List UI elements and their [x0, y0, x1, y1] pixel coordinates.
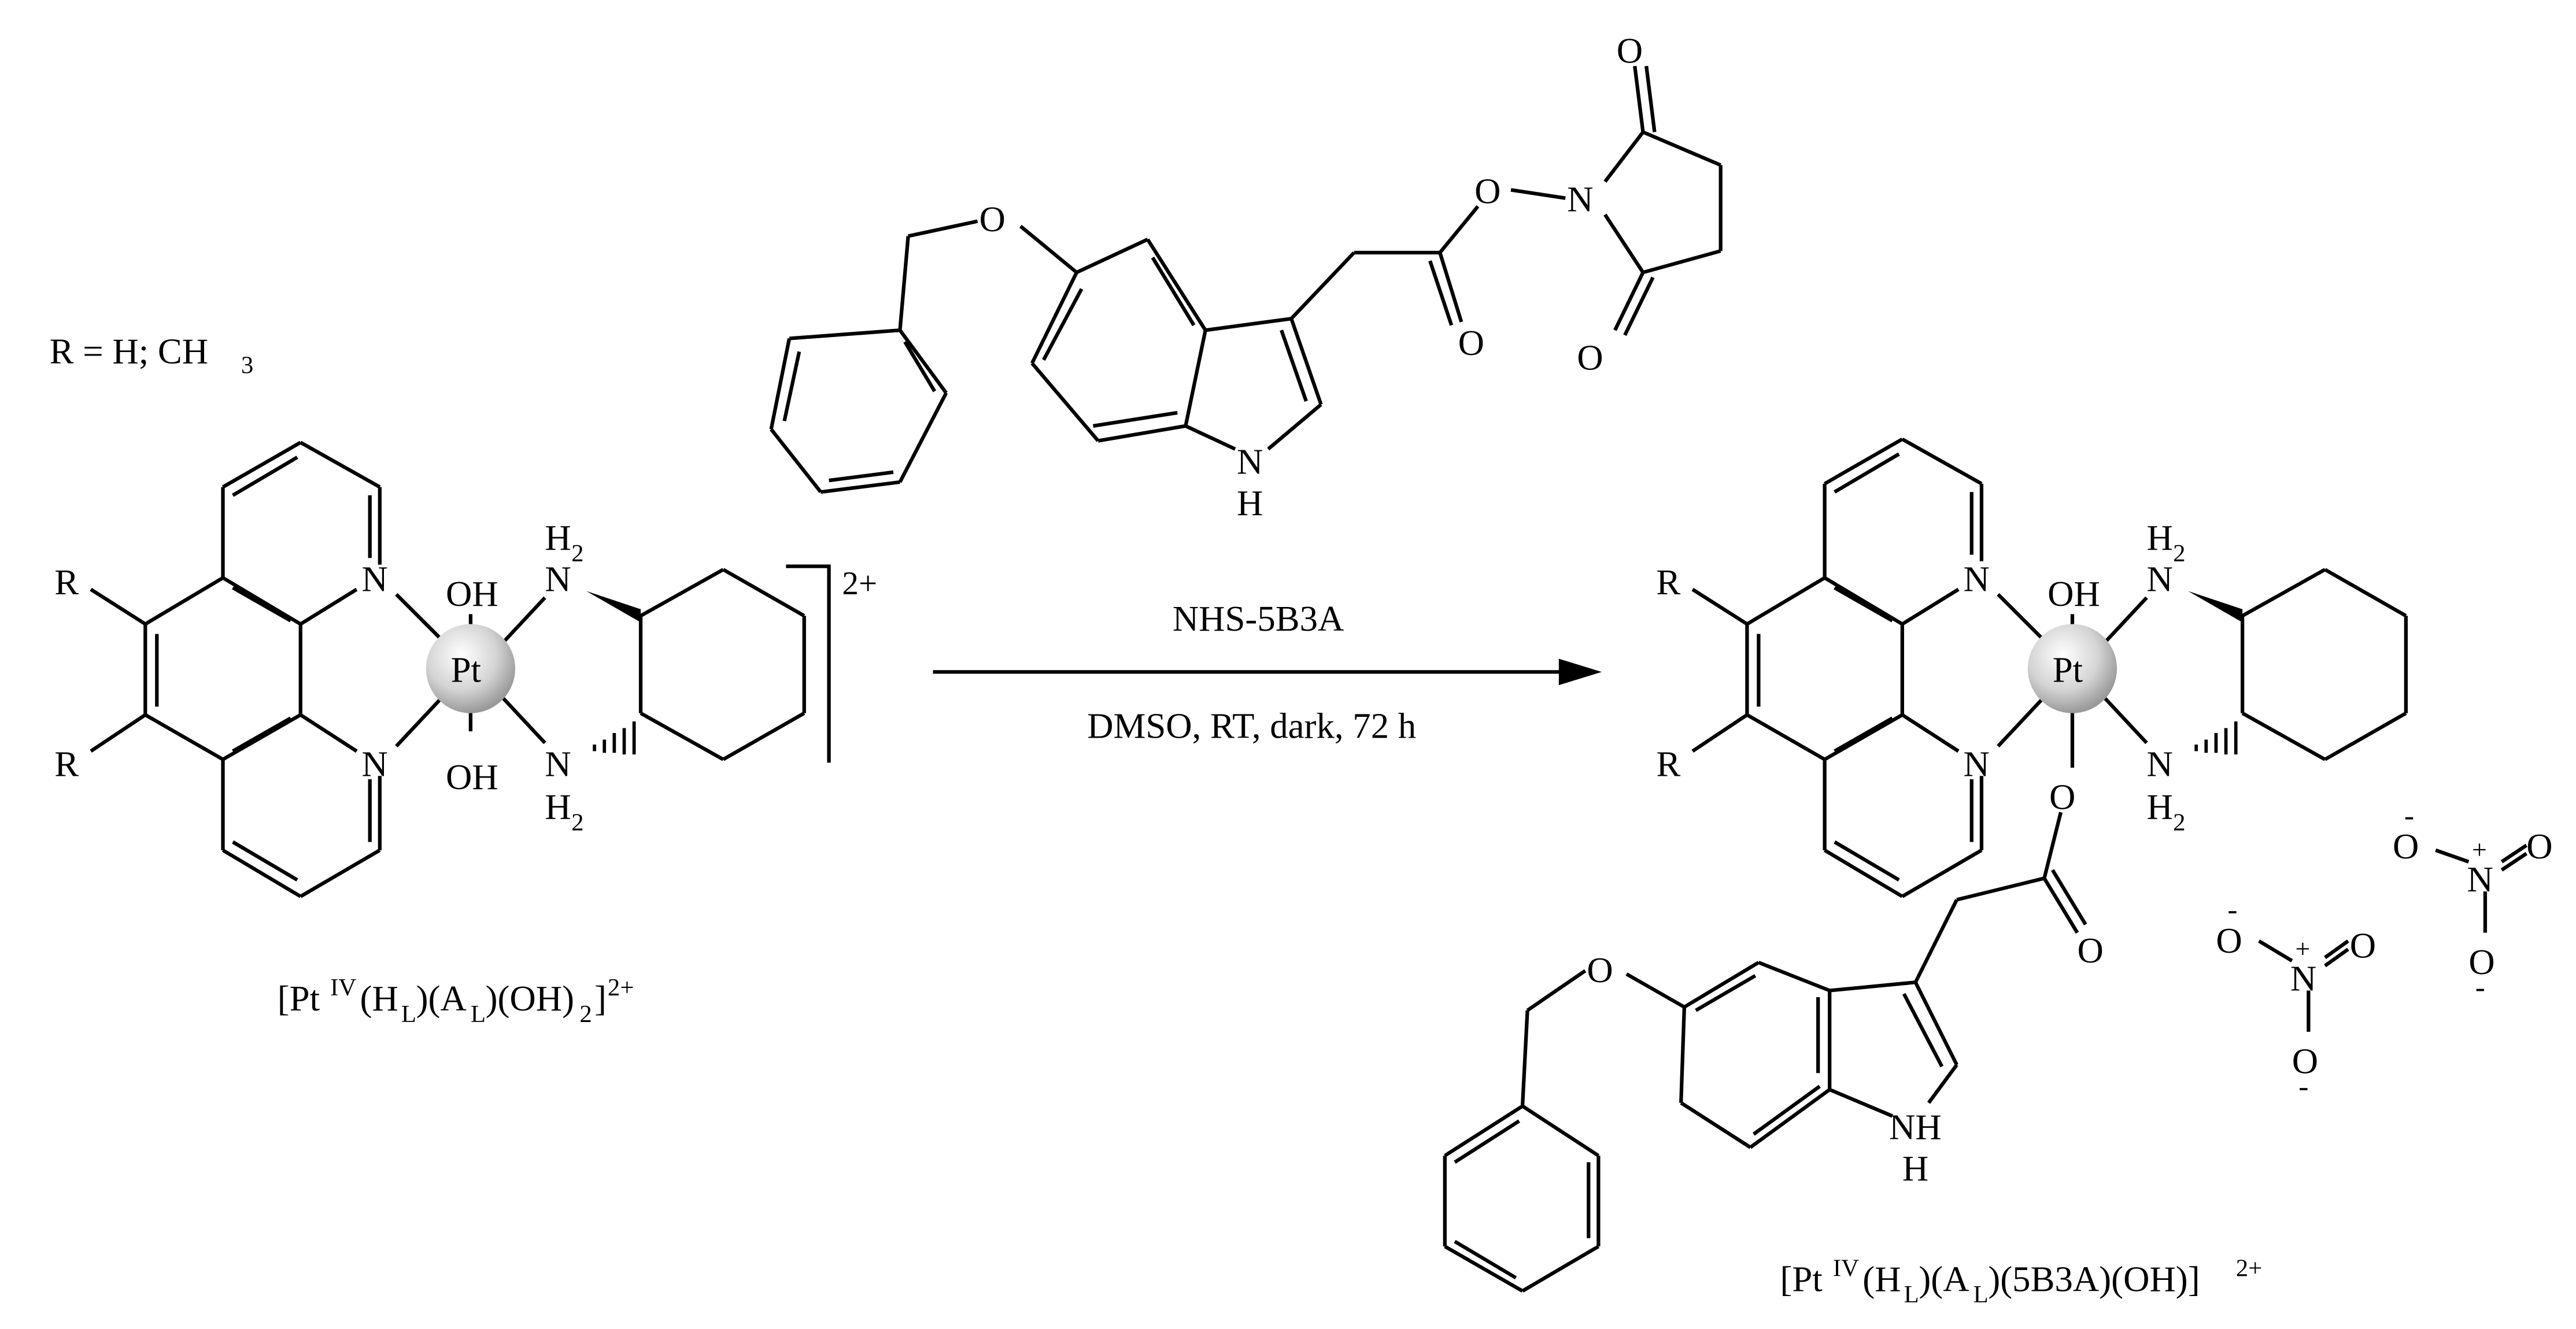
svg-text:O: O [979, 199, 1005, 239]
platinum-sphere [426, 624, 515, 713]
reaction-arrow [933, 658, 1602, 686]
svg-text:2: 2 [2173, 809, 2185, 836]
svg-text:R: R [54, 743, 79, 784]
product-formula: [Pt IV (H L )(A L )(5B3A)(OH)] 2+ [1780, 1255, 2263, 1309]
svg-text:O: O [1587, 950, 1613, 990]
svg-text:R: R [1656, 743, 1680, 784]
svg-text:[Pt: [Pt [1780, 1258, 1823, 1299]
svg-text:N: N [361, 743, 387, 784]
svg-text:O: O [2216, 920, 2242, 961]
svg-text:)(A: )(A [1919, 1258, 1969, 1299]
reagent-atom-labels: O O N O O O N H [979, 31, 1643, 523]
svg-text:-: - [2404, 799, 2414, 832]
svg-text:2: 2 [2173, 540, 2185, 567]
hash-bond [2194, 721, 2238, 755]
svg-text:H: H [2147, 517, 2173, 558]
svg-text:L: L [1904, 1281, 1919, 1308]
svg-text:2: 2 [579, 1001, 592, 1028]
svg-text:N: N [2147, 743, 2173, 784]
svg-text:N: N [1964, 743, 1990, 784]
svg-text:N: N [545, 558, 571, 599]
svg-text:N: N [2467, 859, 2493, 899]
svg-text:N: N [545, 743, 571, 784]
svg-text:L: L [1973, 1281, 1989, 1308]
svg-text:N: N [1567, 179, 1593, 220]
svg-text:+: + [2296, 934, 2311, 963]
svg-text:O: O [1617, 31, 1643, 71]
svg-text:H: H [2147, 787, 2173, 827]
product-atom-labels: Pt OH N N N N H 2 H 2 R R O O O NH H [1587, 517, 2185, 1189]
svg-text:H: H [1902, 1148, 1928, 1189]
product-complex [1443, 437, 2528, 1293]
wedge-bond [586, 591, 641, 623]
svg-text:H: H [545, 787, 571, 827]
svg-text:(H: (H [1862, 1258, 1901, 1299]
svg-text:O: O [2350, 925, 2376, 965]
svg-text:(H: (H [360, 978, 398, 1019]
nitrate-anion: O - N + O O - [2216, 894, 2376, 1104]
svg-text:O: O [2526, 826, 2552, 867]
reactant-complex [90, 440, 831, 898]
svg-text:OH: OH [446, 757, 498, 797]
svg-text:IV: IV [330, 974, 356, 1001]
substituent-note: R = H; CH [50, 331, 209, 371]
svg-text:)(OH): )(OH) [486, 978, 574, 1019]
svg-text:N: N [1964, 558, 1990, 599]
svg-text:H: H [1237, 483, 1263, 523]
substituent-note-subscript: 3 [241, 351, 253, 379]
svg-text:2+: 2+ [2236, 1255, 2263, 1282]
svg-text:R: R [54, 562, 79, 602]
svg-text:R: R [1656, 562, 1680, 602]
reaction-conditions: DMSO, RT, dark, 72 h [1087, 706, 1416, 746]
svg-text:-: - [2475, 971, 2485, 1004]
svg-text:IV: IV [1833, 1255, 1859, 1282]
svg-text:[Pt: [Pt [278, 978, 320, 1019]
reactant-formula: [Pt IV (H L )(A L )(OH) 2 ] 2+ [278, 974, 634, 1028]
svg-text:2: 2 [571, 809, 583, 836]
svg-text:OH: OH [2048, 573, 2100, 614]
svg-text:]: ] [594, 978, 607, 1019]
svg-text:N: N [2290, 958, 2316, 999]
svg-text:O: O [2292, 1041, 2318, 1081]
reagent-structure [769, 65, 1723, 494]
svg-text:N: N [1237, 442, 1263, 482]
svg-text:+: + [2472, 835, 2487, 864]
svg-text:O: O [2078, 930, 2104, 971]
svg-text:O: O [1474, 171, 1500, 211]
svg-text:2+: 2+ [608, 974, 634, 1001]
svg-text:Pt: Pt [451, 649, 482, 690]
reagent-name: NHS-5B3A [1173, 598, 1344, 639]
svg-text:)(5B3A)(OH)]: )(5B3A)(OH)] [1988, 1258, 2200, 1299]
svg-text:N: N [361, 558, 387, 599]
svg-text:NH: NH [1889, 1107, 1942, 1147]
svg-text:L: L [401, 1001, 416, 1028]
platinum-sphere [2027, 624, 2117, 713]
hash-bond [593, 721, 636, 755]
wedge-bond [2187, 591, 2243, 623]
svg-text:H: H [545, 517, 571, 558]
svg-text:L: L [471, 1001, 486, 1028]
svg-text:Pt: Pt [2053, 649, 2083, 690]
svg-text:O: O [2049, 776, 2075, 817]
svg-text:O: O [2468, 942, 2494, 982]
svg-text:-: - [2298, 1070, 2308, 1103]
svg-text:OH: OH [446, 573, 498, 614]
svg-text:O: O [1458, 323, 1484, 363]
svg-text:)(A: )(A [416, 978, 467, 1019]
svg-text:O: O [2393, 826, 2419, 867]
svg-text:2: 2 [571, 540, 583, 567]
nitrate-anion: O - N + O O - [2393, 799, 2553, 1004]
svg-text:N: N [2147, 558, 2173, 599]
svg-text:-: - [2227, 894, 2237, 927]
svg-text:2+: 2+ [842, 565, 877, 602]
reactant-atom-labels: Pt OH OH N N N N H 2 H 2 R R 2+ [54, 517, 877, 836]
svg-text:O: O [1577, 338, 1603, 378]
